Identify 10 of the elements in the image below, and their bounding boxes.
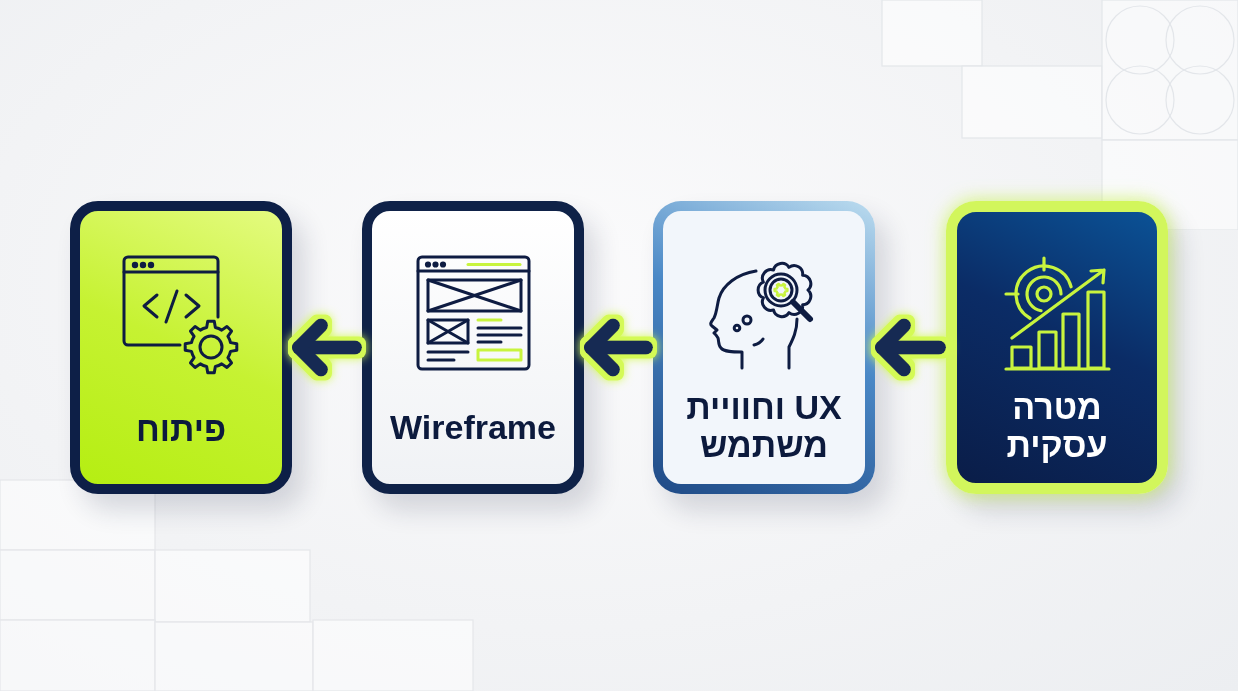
step-label: פיתוח [135, 409, 227, 448]
arrow [584, 318, 653, 377]
step-label: UX וחוויית משתמש [685, 388, 843, 464]
arrow [875, 318, 946, 377]
step-label: מטרה עסקית [1005, 388, 1109, 464]
step-label: Wireframe [390, 407, 556, 446]
step-card [362, 201, 584, 494]
step-card [946, 201, 1168, 494]
step-card [70, 201, 292, 494]
arrow [292, 318, 362, 377]
